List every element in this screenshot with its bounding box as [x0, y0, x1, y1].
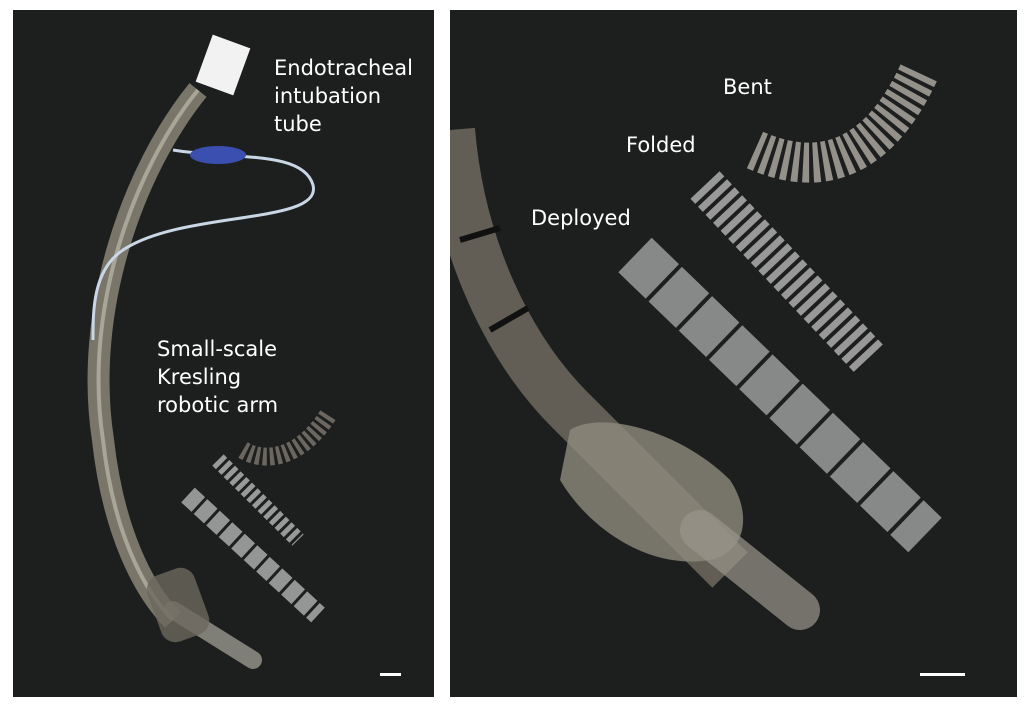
kresling-arm-bent — [238, 409, 336, 466]
intubation-tube-photo — [87, 34, 336, 669]
kresling-arm-bent — [746, 61, 939, 183]
kresling-arm-deployed — [181, 487, 325, 623]
pilot-line — [91, 148, 315, 341]
bent-label: Bent — [723, 75, 772, 99]
deployed-label: Deployed — [531, 206, 631, 230]
kresling-arm-folded — [690, 171, 885, 374]
cuff — [146, 567, 210, 643]
arm-label: Small-scale Kresling robotic arm — [157, 337, 279, 417]
tube-connector — [195, 34, 251, 96]
scale-bar — [920, 673, 965, 676]
scale-bar — [380, 673, 401, 676]
tube-tip — [680, 510, 820, 630]
kresling-arm-deployed — [618, 237, 942, 553]
left-photo-panel: Endotracheal intubation tube Small-scale… — [13, 10, 434, 697]
right-photo-panel: Bent Folded Deployed — [450, 10, 1017, 697]
kresling-arm-folded — [212, 454, 304, 546]
tube-label: Endotracheal intubation tube — [274, 56, 413, 136]
folded-label: Folded — [626, 133, 696, 157]
pilot-balloon — [190, 146, 246, 164]
kresling-arms-closeup-photo — [450, 61, 942, 630]
